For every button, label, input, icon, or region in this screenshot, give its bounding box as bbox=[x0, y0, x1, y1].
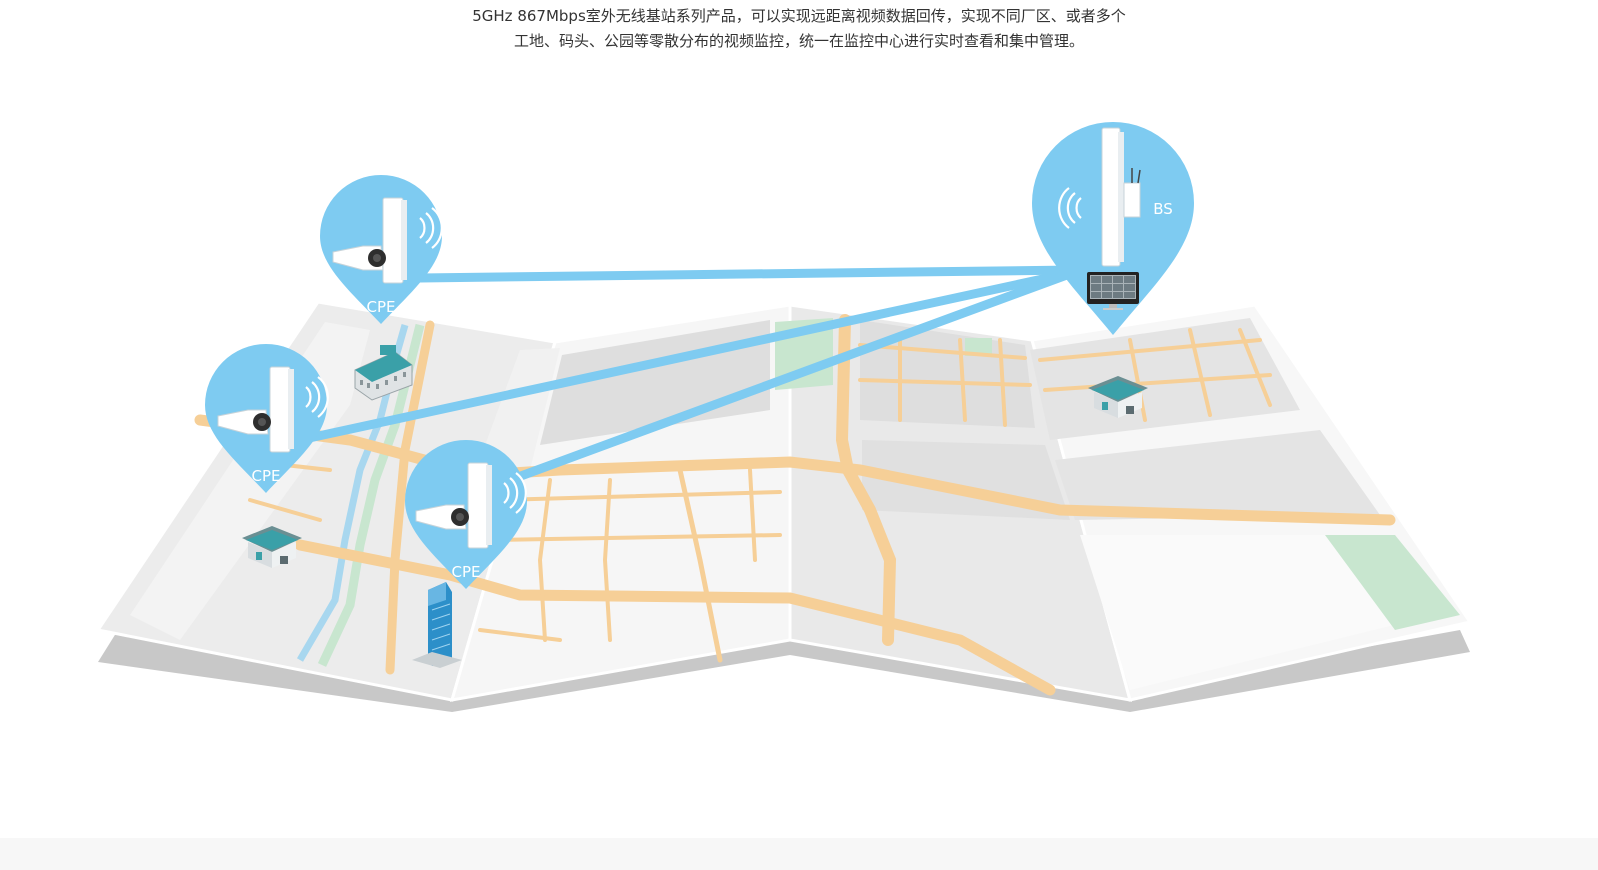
intro-text: 5GHz 867Mbps室外无线基站系列产品，可以实现远距离视频数据回传，实现不… bbox=[0, 4, 1598, 54]
house-building bbox=[1088, 376, 1148, 418]
bs-pin: BS bbox=[1032, 122, 1194, 335]
intro-line-1: 5GHz 867Mbps室外无线基站系列产品，可以实现远距离视频数据回传，实现不… bbox=[472, 7, 1126, 25]
intro-line-2: 工地、码头、公园等零散分布的视频监控，统一在监控中心进行实时查看和集中管理。 bbox=[513, 32, 1084, 50]
link-cpe3-bs bbox=[505, 267, 1080, 485]
cpe-device bbox=[269, 366, 294, 453]
school-building bbox=[354, 345, 413, 401]
wifi-icon bbox=[305, 376, 329, 418]
link-cpe1-bs bbox=[415, 265, 1080, 283]
camera-icon bbox=[217, 409, 271, 435]
wifi-icon bbox=[503, 472, 527, 514]
roads bbox=[194, 314, 1396, 696]
wifi-icon bbox=[419, 207, 443, 249]
base-station-antenna bbox=[1101, 127, 1141, 267]
wireless-links bbox=[295, 265, 1080, 485]
cpe-pin-1: CPE bbox=[320, 175, 443, 324]
link-cpe2-bs bbox=[295, 267, 1080, 445]
cpe-label: CPE bbox=[252, 467, 281, 485]
wifi-icon bbox=[1058, 187, 1082, 229]
house-building bbox=[242, 526, 302, 568]
footer-band bbox=[0, 838, 1598, 870]
camera-icon bbox=[415, 504, 469, 530]
park bbox=[965, 338, 992, 356]
park bbox=[1325, 535, 1460, 630]
cpe-label: CPE bbox=[367, 298, 396, 316]
camera-icon bbox=[332, 245, 386, 271]
cpe-device bbox=[467, 462, 492, 549]
cpe-device bbox=[382, 197, 407, 284]
cpe-label: CPE bbox=[452, 563, 481, 581]
cpe-pin-3: CPE bbox=[405, 440, 527, 589]
tower-building bbox=[412, 582, 462, 668]
cpe-pin-2: CPE bbox=[205, 344, 329, 493]
bs-label: BS bbox=[1153, 200, 1173, 218]
monitor-icon bbox=[1087, 272, 1139, 310]
